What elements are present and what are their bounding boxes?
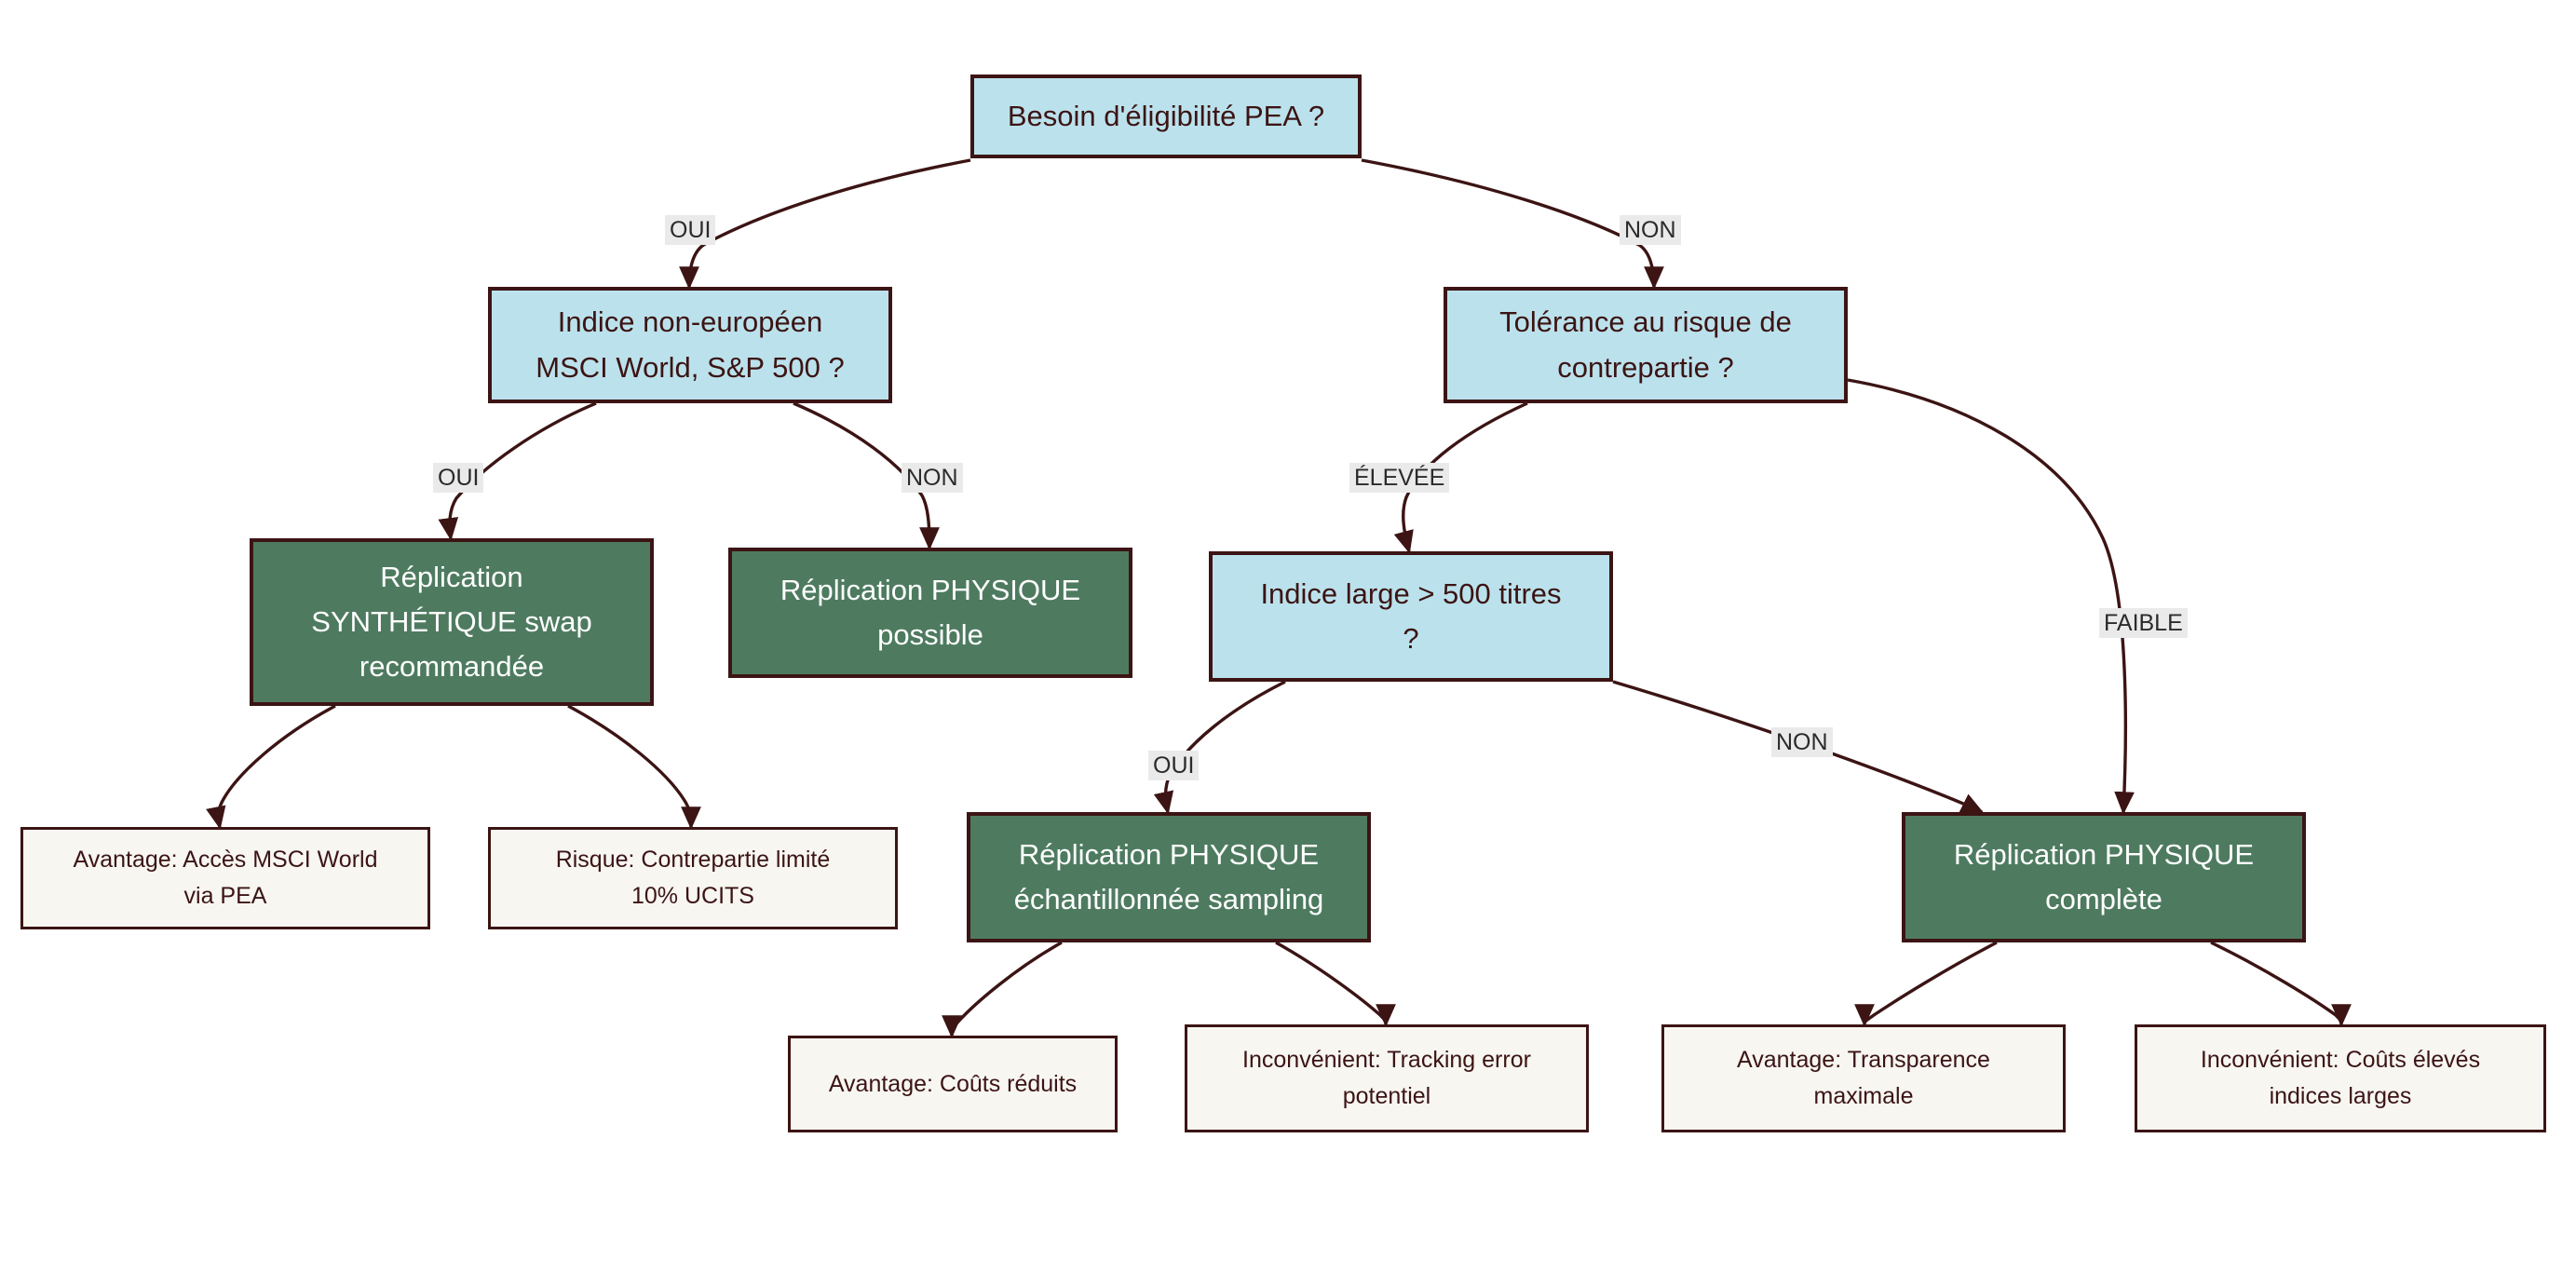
node-leaf4[interactable]: Inconvénient: Tracking error potentiel <box>1185 1024 1589 1132</box>
edge-label-tolerance-indice_large: ÉLEVÉE <box>1349 463 1450 493</box>
edge-label-root-tolerance: NON <box>1620 215 1681 245</box>
edge-phys_sample-to-leaf4 <box>1275 941 1396 1027</box>
edge-phys_full-to-leaf5 <box>1854 941 1998 1027</box>
edge-label-indice_large-phys_full: NON <box>1771 727 1833 757</box>
node-leaf2[interactable]: Risque: Contrepartie limité 10% UCITS <box>488 827 898 929</box>
node-indice_large[interactable]: Indice large > 500 titres ? <box>1209 551 1613 682</box>
edge-label-indice_ne-synth: OUI <box>433 463 484 493</box>
edge-label-indice_large-phys_sample: OUI <box>1148 751 1200 780</box>
edge-synth-to-leaf1 <box>206 704 336 830</box>
node-tolerance[interactable]: Tolérance au risque de contrepartie ? <box>1444 287 1848 403</box>
node-phys_full[interactable]: Réplication PHYSIQUE complète <box>1902 812 2306 942</box>
node-indice_ne[interactable]: Indice non-européen MSCI World, S&P 500 … <box>488 287 892 403</box>
node-leaf1[interactable]: Avantage: Accès MSCI World via PEA <box>20 827 430 929</box>
edge-label-root-indice_ne: OUI <box>665 215 716 245</box>
node-leaf3[interactable]: Avantage: Coûts réduits <box>788 1036 1118 1132</box>
edge-tolerance-to-phys_full <box>1847 378 2135 815</box>
edge-root-to-tolerance <box>1361 158 1664 290</box>
edge-phys_full-to-leaf6 <box>2210 941 2352 1027</box>
edge-phys_sample-to-leaf3 <box>942 941 1063 1038</box>
edge-root-to-indice_ne <box>679 158 971 290</box>
edge-synth-to-leaf2 <box>567 704 701 830</box>
edge-label-tolerance-phys_full: FAIBLE <box>2099 608 2188 638</box>
node-leaf6[interactable]: Inconvénient: Coûts élevés indices large… <box>2135 1024 2546 1132</box>
node-phys_possible[interactable]: Réplication PHYSIQUE possible <box>728 548 1132 678</box>
node-root[interactable]: Besoin d'éligibilité PEA ? <box>970 75 1362 158</box>
edge-indice_large-to-phys_sample <box>1153 680 1286 815</box>
node-phys_sample[interactable]: Réplication PHYSIQUE échantillonnée samp… <box>967 812 1371 942</box>
node-leaf5[interactable]: Avantage: Transparence maximale <box>1661 1024 2066 1132</box>
edge-label-indice_ne-phys_possible: NON <box>902 463 963 493</box>
node-synth[interactable]: Réplication SYNTHÉTIQUE swap recommandée <box>250 538 654 706</box>
